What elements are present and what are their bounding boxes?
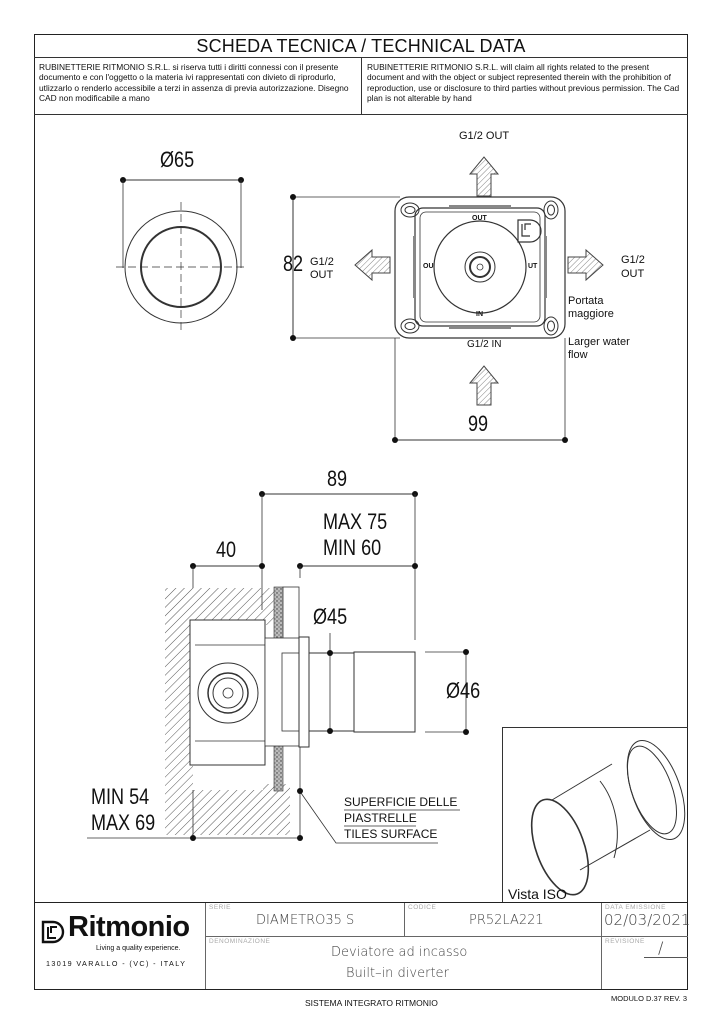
footer-system: SISTEMA INTEGRATO RITMONIO <box>305 998 438 1008</box>
disclaimer-italian: RUBINETTERIE RITMONIO S.R.L. si riserva … <box>34 58 362 114</box>
tile-layer <box>273 586 284 640</box>
dim-height-82: 82 <box>283 251 304 276</box>
dim-diameter-45: Ø45 <box>313 604 348 629</box>
note-portata: Portata <box>568 295 604 307</box>
sheet-title: SCHEDA TECNICA / TECHNICAL DATA <box>34 34 688 58</box>
ritmonio-mark-icon <box>517 219 542 243</box>
dim-diameter-65: Ø65 <box>160 147 195 172</box>
brand-cell: Ritmonio Living a quality experience. 13… <box>34 903 206 989</box>
tiles-label-it-1: SUPERFICIE DELLE <box>344 795 458 809</box>
note-flow: flow <box>568 349 588 361</box>
brand-address: 13019 VARALLO - (VC) - ITALY <box>46 959 187 968</box>
data-caption: DATA EMISSIONE <box>605 904 666 911</box>
codice-caption: CODICE <box>408 904 437 911</box>
arrow-right-out <box>567 248 604 282</box>
left-outlet-label-1: G1/2 <box>310 256 334 268</box>
port-out-left: OU <box>423 263 434 270</box>
revisione-underline <box>644 957 688 958</box>
codice-cell: CODICE PR52LA221 <box>405 903 602 937</box>
port-out-top: OUT <box>472 215 487 222</box>
brand-tagline: Living a quality experience. <box>96 945 181 952</box>
right-outlet-label-1: G1/2 <box>621 254 645 266</box>
mounting-plate <box>394 196 566 339</box>
valve-body-section <box>189 619 266 766</box>
dim-diameter-46: Ø46 <box>446 678 481 703</box>
rosette-flange <box>298 636 310 748</box>
arrow-up-out <box>468 156 500 197</box>
serie-cell: SERIE DIAMETRO35 S <box>206 903 405 937</box>
codice-value: PR52LA221 <box>469 913 544 928</box>
dim-total-89: 89 <box>327 466 348 491</box>
side-section-view <box>87 491 469 844</box>
footer-module: MODULO D.37 REV. 3 <box>611 994 687 1003</box>
dim-min-60: MIN 60 <box>323 535 382 560</box>
dim-wall-40: 40 <box>216 537 237 562</box>
header-divider <box>34 114 688 115</box>
valve-body-view <box>290 156 604 443</box>
note-maggiore: maggiore <box>568 308 614 320</box>
dim-max-69: MAX 69 <box>91 810 156 835</box>
denominazione-it: Deviatore ad incasso <box>331 945 468 960</box>
disclaimer-english: RUBINETTERIE RITMONIO S.R.L. will claim … <box>367 62 680 104</box>
cartridge-disc <box>433 220 527 314</box>
dim-max-75: MAX 75 <box>323 509 388 534</box>
iso-view-label: Vista ISO <box>508 886 567 902</box>
revisione-cell: REVISIONE / <box>602 937 688 989</box>
revisione-value: / <box>658 938 664 957</box>
arrow-left-out <box>354 248 391 282</box>
tiles-label-it-2: PIASTRELLE <box>344 811 417 825</box>
denominazione-cell: DENOMINAZIONE Deviatore ad incasso Built… <box>206 937 602 989</box>
denominazione-caption: DENOMINAZIONE <box>209 938 271 945</box>
serie-caption: SERIE <box>209 904 232 911</box>
port-out-right: UT <box>528 263 538 270</box>
knob <box>353 651 416 733</box>
title-block: Ritmonio Living a quality experience. 13… <box>34 902 691 990</box>
data-cell: DATA EMISSIONE 02/03/2021 <box>602 903 691 937</box>
left-outlet-label-2: OUT <box>310 269 334 281</box>
front-view <box>116 177 246 332</box>
brand-name: Ritmonio <box>68 911 190 943</box>
denominazione-en: Built–in diverter <box>346 966 449 981</box>
top-outlet-label: G1/2 OUT <box>459 130 510 142</box>
note-larger-water: Larger water <box>568 336 630 348</box>
tiles-leader <box>300 792 438 844</box>
data-value: 02/03/2021 <box>604 911 691 929</box>
sheet-frame <box>34 34 688 990</box>
revisione-caption: REVISIONE <box>605 938 645 945</box>
port-in: IN <box>476 311 483 318</box>
right-outlet-label-2: OUT <box>621 268 645 280</box>
dim-min-54: MIN 54 <box>91 784 150 809</box>
dim-width-99: 99 <box>468 411 489 436</box>
ritmonio-logo-icon <box>41 920 65 944</box>
tiles-label-en: TILES SURFACE <box>344 827 438 841</box>
iso-view-drawing <box>530 739 686 896</box>
serie-value: DIAMETRO35 S <box>256 913 355 928</box>
iso-view-panel: Vista ISO <box>502 727 688 902</box>
arrow-up-in <box>468 365 500 406</box>
inlet-label: G1/2 IN <box>467 339 502 350</box>
